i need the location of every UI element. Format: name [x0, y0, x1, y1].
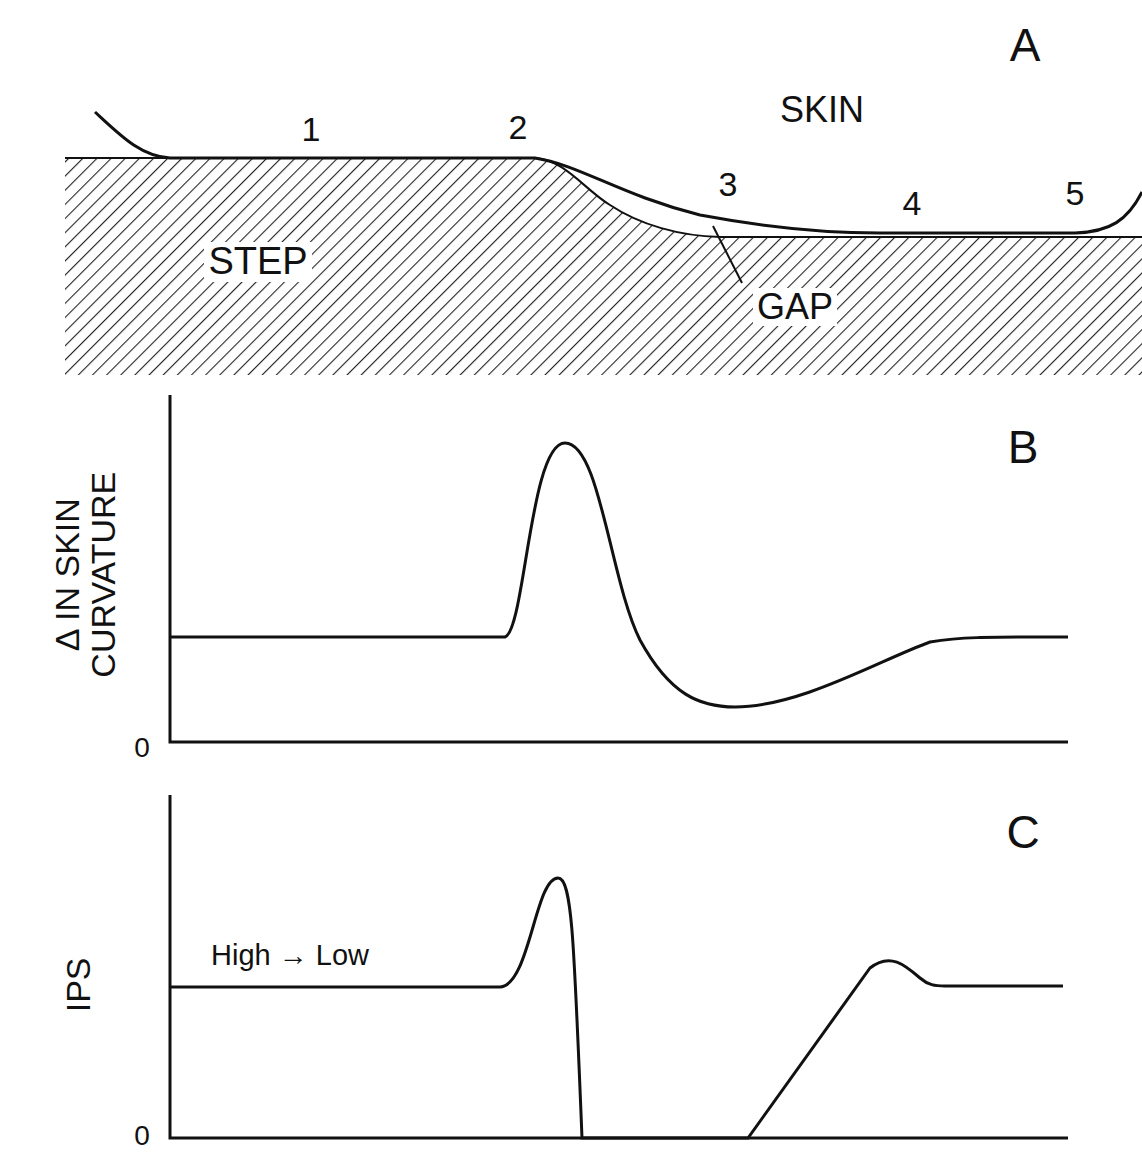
- callout-number: 5: [1066, 176, 1085, 212]
- part-name: STEP: [204, 242, 311, 282]
- axis-tick: 0: [134, 1121, 150, 1150]
- part-name: GAP: [753, 288, 837, 326]
- panel-letter: B: [1008, 423, 1039, 471]
- ips-curve: [170, 878, 1063, 1138]
- axis-title: IPS: [60, 958, 96, 1013]
- leader-line: [713, 226, 742, 283]
- panel-letter: A: [1010, 21, 1041, 69]
- axis: [170, 395, 1068, 742]
- axis: [170, 795, 1068, 1138]
- annotation: High → Low: [211, 940, 369, 970]
- step-block: [65, 158, 1142, 375]
- panel-letter: C: [1006, 808, 1039, 856]
- skin-curve: [95, 112, 1142, 233]
- part-name: SKIN: [780, 91, 864, 129]
- axis-title: Δ IN SKIN CURVATURE: [50, 460, 121, 690]
- axis-tick: 0: [134, 733, 150, 762]
- callout-number: 2: [509, 110, 528, 146]
- callout-number: 4: [903, 186, 922, 222]
- callout-number: 3: [719, 167, 738, 203]
- step-edge: [65, 158, 1142, 237]
- callout-number: 1: [302, 112, 321, 148]
- curvature-curve: [170, 443, 1068, 707]
